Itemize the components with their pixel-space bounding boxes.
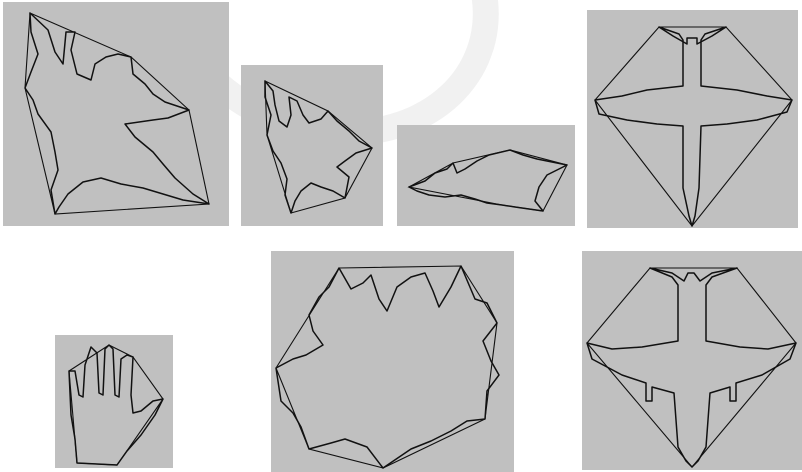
shape-contour	[276, 266, 499, 468]
panel-bird-flat	[397, 125, 575, 226]
hand-figure	[55, 335, 173, 468]
shape-contour	[265, 81, 372, 213]
convex-hull	[587, 268, 796, 467]
bird-flat-figure	[397, 125, 575, 226]
panel-airplane	[587, 10, 798, 228]
shape-contour	[587, 268, 796, 467]
airplane-figure	[587, 10, 798, 228]
panel-leaf	[271, 251, 514, 472]
panel-bird-medium	[241, 65, 383, 226]
shape-contour	[25, 13, 209, 214]
bird-medium-figure	[241, 65, 383, 226]
airplane-engines-figure	[582, 251, 802, 470]
convex-hull	[595, 27, 792, 226]
shape-contour	[69, 345, 163, 465]
convex-hull	[276, 266, 497, 468]
panel-bird-large	[3, 2, 229, 226]
shape-contour	[595, 27, 792, 226]
convex-hull	[265, 81, 372, 213]
bird-large-figure	[3, 2, 229, 226]
panel-airplane-engines	[582, 251, 802, 470]
leaf-figure	[271, 251, 514, 472]
panel-hand	[55, 335, 173, 468]
